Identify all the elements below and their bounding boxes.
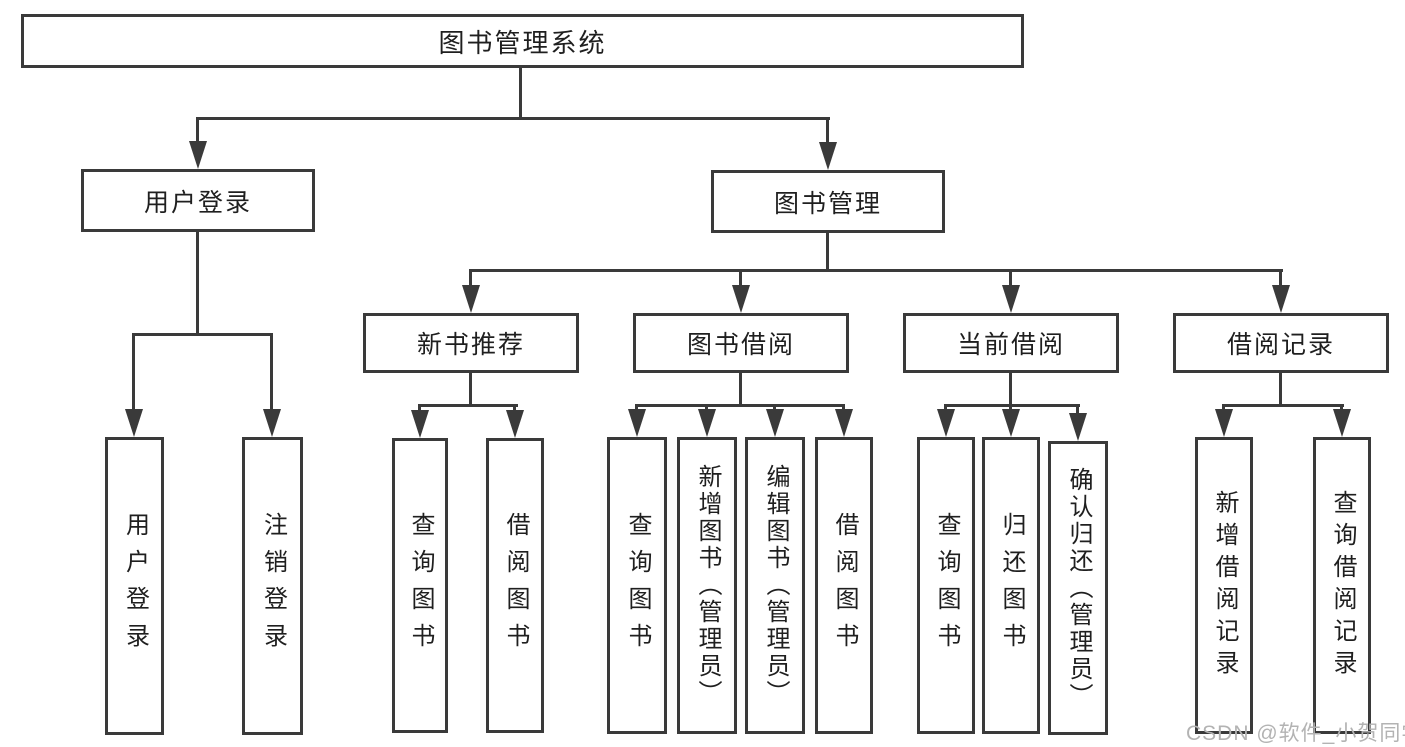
arrow-book-borrow: [732, 285, 750, 313]
connector-borrow-record-splitter: [1222, 404, 1344, 407]
leaf-nb-borrow-books: 借阅图书: [486, 438, 544, 733]
connector-borrow-record-stub: [1279, 373, 1282, 407]
leaf-bb-query-books: 查询图书: [607, 437, 667, 734]
leaf-br-query-record: 查询借阅记录: [1313, 437, 1371, 734]
connector-stem-br-query: [1340, 404, 1343, 412]
connector-current-borrow-stub: [1009, 373, 1012, 407]
arrow-new-book: [462, 285, 480, 313]
connector-stem-new-book: [469, 269, 472, 287]
connector-stem-bb-add: [705, 404, 708, 412]
connector-current-borrow-splitter: [944, 404, 1080, 407]
node-new-book-recommend: 新书推荐: [363, 313, 579, 373]
arrow-bb-add: [698, 409, 716, 437]
connector-new-book-stub: [469, 373, 472, 407]
arrow-user-login: [189, 141, 207, 169]
arrow-nb-query: [411, 410, 429, 438]
connector-stem-br-add: [1222, 404, 1225, 412]
connector-stem-leaf-logout: [270, 333, 273, 411]
connector-stem-book-mgmt: [826, 117, 829, 145]
leaf-bb-borrow-books-label: 借阅图书: [831, 511, 858, 660]
leaf-bb-borrow-books: 借阅图书: [815, 437, 873, 734]
connector-book-borrow-stub: [739, 373, 742, 407]
connector-user-login-splitter: [132, 333, 273, 336]
arrow-bb-query: [628, 409, 646, 437]
connector-level2-splitter: [196, 117, 830, 120]
watermark: CSDN @软件_小贺同学: [1186, 722, 1405, 745]
leaf-cb-return-books-label: 归还图书: [998, 511, 1025, 660]
arrow-br-add: [1215, 409, 1233, 437]
connector-stem-bb-query: [635, 404, 638, 412]
connector-stem-borrow-record: [1279, 269, 1282, 287]
connector-stem-bb-edit: [773, 404, 776, 412]
leaf-br-add-record-label: 新增借阅记录: [1211, 489, 1238, 682]
leaf-nb-query-books-label: 查询图书: [407, 511, 434, 660]
connector-stem-current-borrow: [1009, 269, 1012, 287]
node-root-label: 图书管理系统: [438, 27, 607, 58]
node-book-management: 图书管理: [711, 170, 945, 233]
node-root: 图书管理系统: [21, 14, 1024, 68]
node-new-book-recommend-label: 新书推荐: [416, 331, 525, 359]
connector-stem-book-borrow: [739, 269, 742, 287]
connector-new-book-splitter: [418, 404, 518, 407]
node-book-management-label: 图书管理: [773, 189, 882, 218]
leaf-user-login-label: 用户登录: [121, 512, 149, 660]
arrow-bb-edit: [766, 409, 784, 437]
leaf-logout-label: 注销登录: [259, 512, 287, 660]
leaf-logout: 注销登录: [242, 437, 303, 735]
leaf-nb-query-books: 查询图书: [392, 438, 448, 733]
node-user-login: 用户登录: [81, 169, 315, 232]
arrow-cb-query: [937, 409, 955, 437]
node-book-borrow-label: 图书借阅: [686, 331, 795, 359]
leaf-cb-confirm-return-admin-label: 确认归还（管理员）: [1065, 466, 1092, 710]
arrow-leaf-login: [125, 409, 143, 437]
connector-level3-splitter: [469, 269, 1283, 272]
leaf-br-query-record-label: 查询借阅记录: [1329, 489, 1356, 682]
connector-book-mgmt-stub: [826, 233, 829, 272]
leaf-bb-add-books-admin: 新增图书（管理员）: [677, 437, 737, 734]
leaf-cb-query-books: 查询图书: [917, 437, 975, 734]
node-user-login-label: 用户登录: [143, 188, 252, 217]
connector-stem-cb-query: [944, 404, 947, 412]
arrow-current-borrow: [1002, 285, 1020, 313]
arrow-cb-return: [1002, 409, 1020, 437]
connector-stem-bb-borrow: [842, 404, 845, 412]
connector-root-stub: [519, 68, 522, 118]
connector-stem-leaf-login: [132, 333, 135, 411]
node-book-borrow: 图书借阅: [633, 313, 849, 373]
connector-stem-cb-return: [1009, 404, 1012, 412]
arrow-br-query: [1333, 409, 1351, 437]
node-borrow-record: 借阅记录: [1173, 313, 1389, 373]
leaf-cb-query-books-label: 查询图书: [933, 511, 960, 660]
node-borrow-record-label: 借阅记录: [1226, 331, 1335, 359]
leaf-bb-query-books-label: 查询图书: [624, 511, 651, 660]
leaf-cb-return-books: 归还图书: [982, 437, 1040, 734]
arrow-cb-confirm: [1069, 413, 1087, 441]
arrow-borrow-record: [1272, 285, 1290, 313]
leaf-br-add-record: 新增借阅记录: [1195, 437, 1253, 734]
leaf-bb-edit-books-admin-label: 编辑图书（管理员）: [762, 464, 789, 707]
leaf-cb-confirm-return-admin: 确认归还（管理员）: [1048, 441, 1108, 735]
connector-stem-cb-confirm: [1076, 404, 1079, 416]
connector-stem-nb-query: [418, 404, 421, 412]
node-current-borrow-label: 当前借阅: [956, 331, 1065, 359]
node-current-borrow: 当前借阅: [903, 313, 1119, 373]
connector-stem-nb-borrow: [513, 404, 516, 412]
arrow-bb-borrow: [835, 409, 853, 437]
arrow-leaf-logout: [263, 409, 281, 437]
connector-book-borrow-splitter: [635, 404, 845, 407]
leaf-bb-edit-books-admin: 编辑图书（管理员）: [745, 437, 805, 734]
arrow-nb-borrow: [506, 410, 524, 438]
leaf-bb-add-books-admin-label: 新增图书（管理员）: [694, 464, 721, 707]
leaf-nb-borrow-books-label: 借阅图书: [502, 511, 529, 660]
connector-stem-user-login: [196, 117, 199, 145]
connector-user-login-stub: [196, 232, 199, 336]
leaf-user-login: 用户登录: [105, 437, 164, 735]
arrow-book-mgmt: [819, 142, 837, 170]
